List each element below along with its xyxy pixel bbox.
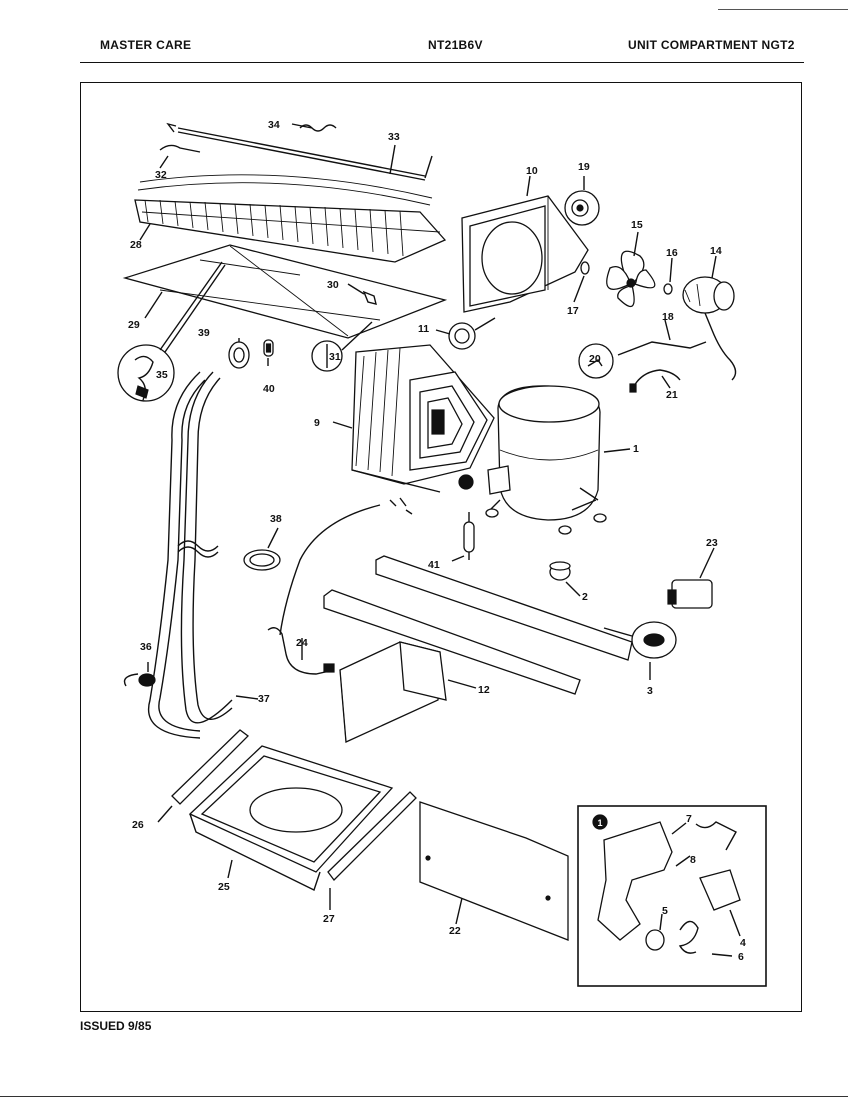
callout-27: 27 [323, 913, 335, 925]
callout-33: 33 [388, 131, 400, 143]
callout-15: 15 [631, 219, 643, 231]
nut-17 [580, 261, 590, 275]
callout-20: 20 [589, 353, 601, 365]
diagram-frame [80, 82, 802, 1012]
fan-shroud [461, 195, 589, 313]
callout-21: 21 [666, 389, 678, 401]
corner-mark [718, 9, 848, 10]
filter-drier [463, 512, 475, 560]
callout-41: 41 [428, 559, 440, 571]
grommet-39 [228, 341, 250, 369]
washer-16 [663, 283, 673, 295]
base-frame [323, 555, 633, 743]
callout-9: 9 [314, 417, 320, 429]
support-rod [159, 122, 433, 181]
bearing-19 [564, 190, 600, 226]
callout-26: 26 [132, 819, 144, 831]
callout-7: 7 [686, 813, 692, 825]
callout-2: 2 [582, 591, 588, 603]
callout-16: 16 [666, 247, 678, 259]
callout-17: 17 [567, 305, 579, 317]
callout-5: 5 [662, 905, 668, 917]
header-brand: MASTER CARE [100, 38, 192, 52]
callout-38: 38 [270, 513, 282, 525]
clamp-38 [243, 549, 281, 571]
detail-circle-31 [311, 340, 343, 372]
bottom-rule [0, 1096, 848, 1097]
header-section: UNIT COMPARTMENT NGT2 [628, 38, 795, 52]
callout-4: 4 [740, 937, 746, 949]
fan-blade [606, 250, 656, 308]
bracket-30 [362, 290, 377, 305]
callout-36: 36 [140, 641, 152, 653]
callout-39: 39 [198, 327, 210, 339]
condenser-9 [351, 344, 495, 493]
callout-18: 18 [662, 311, 674, 323]
clamp-36 [123, 673, 156, 687]
leader-35 [164, 264, 226, 353]
detail-circle-35 [117, 344, 175, 402]
marker-1 [458, 474, 474, 490]
insulation-mat [122, 244, 448, 339]
callout-6: 6 [738, 951, 744, 963]
callout-34: 34 [268, 119, 280, 131]
callout-31: 31 [329, 351, 341, 363]
callout-29: 29 [128, 319, 140, 331]
callout-28: 28 [130, 239, 142, 251]
callout-23: 23 [706, 537, 718, 549]
compressor [485, 385, 607, 535]
wire-harness [578, 341, 707, 393]
relay-23 [667, 579, 713, 609]
callout-10: 10 [526, 165, 538, 177]
callout-8: 8 [690, 854, 696, 866]
callout-1: 1 [633, 443, 639, 455]
mat-lines [159, 245, 381, 337]
callout-11: 11 [418, 323, 429, 335]
callout-37: 37 [258, 693, 270, 705]
detail-marker-label: 1 [597, 818, 602, 828]
clip-40 [263, 339, 274, 357]
drain-tube [148, 371, 233, 739]
grommet-2 [549, 561, 571, 581]
detail-circle-3 [603, 621, 677, 659]
fan-motor-grommet [448, 317, 496, 350]
access-panel [419, 801, 569, 941]
drain-pan [188, 745, 394, 891]
condenser-coil [134, 174, 447, 263]
callout-22: 22 [449, 925, 461, 937]
fan-motor [682, 276, 737, 381]
bracket-26 [171, 729, 249, 805]
bracket-27 [327, 791, 417, 881]
callout-40: 40 [263, 383, 275, 395]
callout-24: 24 [296, 637, 308, 649]
callout-30: 30 [327, 279, 339, 291]
callout-32: 32 [155, 169, 167, 181]
callout-25: 25 [218, 881, 230, 893]
header-rule [80, 62, 804, 63]
callout-3: 3 [647, 685, 653, 697]
power-cord [267, 497, 413, 675]
issue-date: ISSUED 9/85 [80, 1019, 152, 1033]
callout-14: 14 [710, 245, 722, 257]
callout-19: 19 [578, 161, 590, 173]
callout-12: 12 [478, 684, 490, 696]
header-model: NT21B6V [428, 38, 483, 52]
callout-35: 35 [156, 369, 168, 381]
detail-inset: 1 [577, 805, 767, 987]
callout-labels: 1 2 3 4 5 6 7 8 9 10 11 12 14 15 16 17 1… [128, 119, 746, 963]
wire-clip [299, 124, 337, 132]
leader-lines [139, 123, 741, 957]
